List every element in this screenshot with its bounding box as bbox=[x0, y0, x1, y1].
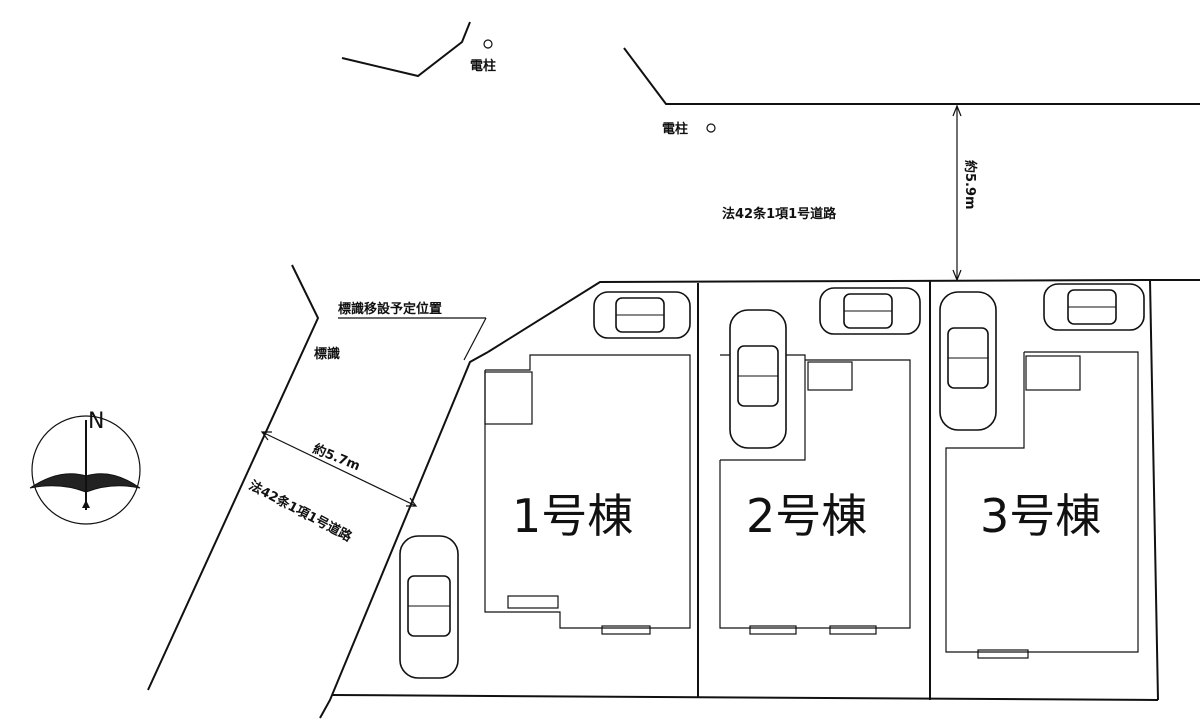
car-icon bbox=[729, 309, 787, 449]
car-icon bbox=[593, 291, 691, 339]
car-icon bbox=[1043, 283, 1145, 331]
car-icon bbox=[819, 287, 921, 335]
building-1-label: 1号棟 bbox=[512, 489, 633, 543]
left-road-width-label: 約5.7m bbox=[311, 441, 363, 474]
building-2: 2号棟 bbox=[719, 354, 911, 635]
building-3-label: 3号棟 bbox=[980, 489, 1101, 543]
building-3: 3号棟 bbox=[945, 351, 1139, 659]
pole-label-top: 電柱 bbox=[470, 58, 496, 74]
north-arrow-icon: N bbox=[29, 409, 141, 525]
utility-pole-right: 電柱 bbox=[662, 121, 716, 137]
sign-relocation-note: 標識移設予定位置 bbox=[338, 301, 487, 361]
building-2-label: 2号棟 bbox=[746, 489, 867, 543]
top-road-width-dimension: 約5.9m bbox=[952, 104, 978, 282]
car-icon bbox=[939, 291, 997, 431]
top-road-label: 法42条1項1号道路 bbox=[722, 206, 837, 222]
site-outline bbox=[331, 279, 1200, 701]
left-road-label: 法42条1項1号道路 bbox=[246, 477, 355, 545]
north-label: N bbox=[88, 409, 104, 434]
top-road-width-label: 約5.9m bbox=[962, 160, 978, 210]
left-road-boundary bbox=[147, 264, 489, 719]
top-road-boundary bbox=[341, 21, 1200, 105]
pole-label-right: 電柱 bbox=[662, 121, 688, 137]
utility-pole-top: 電柱 bbox=[470, 39, 496, 74]
building-1: 1号棟 bbox=[484, 354, 691, 635]
sign-relocation-label: 標識移設予定位置 bbox=[338, 301, 442, 317]
car-icon bbox=[399, 535, 459, 679]
sign-label: 標識 bbox=[314, 346, 340, 362]
